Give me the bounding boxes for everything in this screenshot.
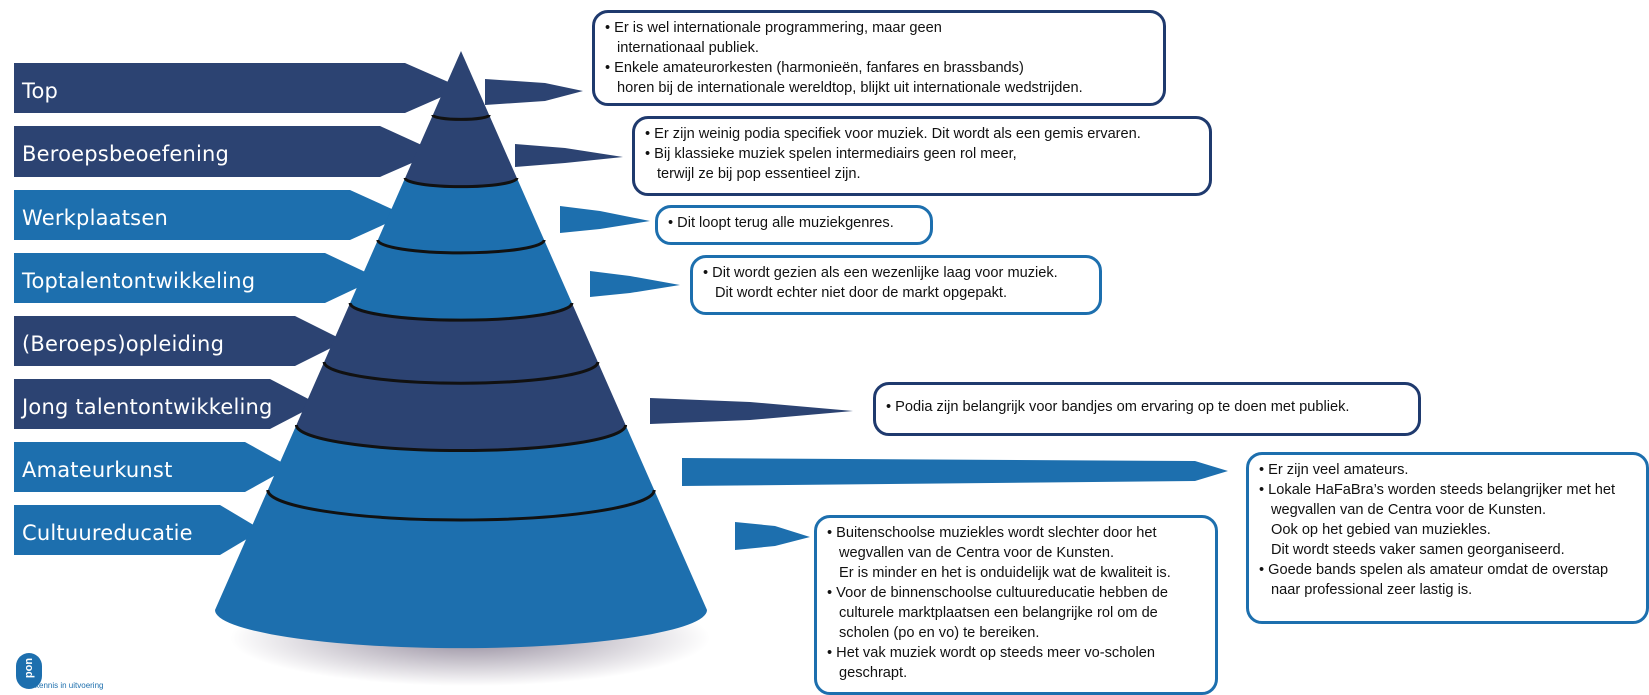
label-arrow-cultuureducatie [14, 505, 262, 555]
note-line: • Er zijn weinig podia specifiek voor mu… [645, 126, 1141, 142]
note-line: culturele marktplaatsen een belangrijke … [839, 605, 1158, 621]
note-box-amateurkunst: • Er zijn veel amateurs. • Lokale HaFaBr… [1246, 452, 1649, 624]
pointer-arrow-cultuureducatie [735, 522, 810, 550]
note-line: Er is minder en het is onduidelijk wat d… [839, 565, 1171, 581]
label-arrow-werkplaatsen [14, 190, 405, 240]
tier-label-beroepsopleiding: (Beroeps)opleiding [22, 332, 225, 356]
pointer-arrow-werkplaatsen [560, 206, 650, 233]
cone-ring-3 [376, 239, 546, 255]
label-arrow-toptalentontwikkeling [14, 253, 378, 303]
cone-band-4 [350, 240, 572, 321]
note-line: • Het vak muziek wordt op steeds meer vo… [827, 645, 1155, 661]
note-line: • Er is wel internationale programmering… [605, 20, 942, 36]
tier-label-cultuureducatie: Cultuureducatie [22, 521, 193, 545]
cone-band-5 [324, 303, 598, 384]
label-arrow-jong-talentontwikkeling [14, 379, 318, 429]
cone-band-6 [296, 362, 626, 451]
label-arrow-top [14, 63, 462, 113]
label-arrow-amateurkunst [14, 442, 290, 492]
note-line: • Buitenschoolse muziekles wordt slechte… [827, 525, 1157, 541]
note-line: wegvallen van de Centra voor de Kunsten. [1271, 502, 1547, 518]
pointer-arrow-top [485, 79, 583, 105]
note-line: Dit wordt echter niet door de markt opge… [715, 285, 1008, 301]
pon-logo-icon [16, 653, 42, 689]
cone-ring-7 [266, 489, 656, 522]
note-line: • Voor de binnenschoolse cultuureducatie… [827, 585, 1169, 601]
note-box-beroepsbeoefening: • Er zijn weinig podia specifiek voor mu… [632, 116, 1212, 196]
note-box-jong-talentontwikkeling: • Podia zijn belangrijk voor bandjes om … [873, 382, 1421, 436]
note-line: Ook op het gebied van muziekles. [1271, 522, 1491, 538]
tier-label-werkplaatsen: Werkplaatsen [22, 206, 168, 230]
cone-band-7 [267, 425, 655, 520]
note-line: • Podia zijn belangrijk voor bandjes om … [886, 399, 1350, 415]
note-line: • Dit wordt gezien als een wezenlijke la… [703, 265, 1058, 281]
note-line: • Lokale HaFaBra’s worden steeds belangr… [1259, 482, 1616, 498]
cone-ring-5 [322, 361, 600, 385]
pointer-arrow-jong-talentontwikkeling [650, 398, 853, 424]
note-line: terwijl ze bij pop essentieel zijn. [657, 166, 861, 182]
note-line: horen bij de internationale wereldtop, b… [617, 80, 1083, 96]
tier-label-amateurkunst: Amateurkunst [22, 458, 173, 482]
cone-band-3 [377, 178, 545, 253]
label-arrow-beroepsopleiding [14, 316, 345, 366]
note-box-toptalentontwikkeling: • Dit wordt gezien als een wezenlijke la… [690, 255, 1102, 315]
note-line: • Goede bands spelen als amateur omdat d… [1259, 562, 1609, 578]
note-line: geschrapt. [839, 665, 908, 681]
label-arrow-beroepsbeoefening [14, 126, 437, 177]
note-box-cultuureducatie: • Buitenschoolse muziekles wordt slechte… [814, 515, 1218, 695]
note-line: scholen (po en vo) te bereiken. [839, 625, 1040, 641]
cone-band-1 [432, 51, 490, 120]
note-line: wegvallen van de Centra voor de Kunsten. [839, 545, 1115, 561]
cone-bands [214, 51, 707, 649]
note-line: • Enkele amateurorkesten (harmonieën, fa… [605, 60, 1024, 76]
cone-ring-6 [294, 424, 628, 452]
note-line: • Er zijn veel amateurs. [1259, 462, 1409, 478]
cone-ring-4 [348, 302, 574, 322]
note-line: internationaal publiek. [617, 40, 759, 56]
note-box-top: • Er is wel internationale programmering… [592, 10, 1166, 106]
pointer-arrow-amateurkunst [682, 458, 1228, 486]
logo-mark: pon [23, 657, 35, 679]
cone-ring-1 [431, 114, 491, 121]
tier-label-jong-talentontwikkeling: Jong talentontwikkeling [22, 395, 273, 419]
cone-band-2 [405, 115, 517, 187]
pointer-arrow-toptalentontwikkeling [590, 271, 680, 297]
note-box-werkplaatsen: • Dit loopt terug alle muziekgenres. [655, 205, 933, 245]
tier-label-top: Top [22, 79, 59, 103]
note-line: Dit wordt steeds vaker samen georganisee… [1271, 542, 1565, 558]
tier-label-beroepsbeoefening: Beroepsbeoefening [22, 142, 230, 166]
tier-label-toptalentontwikkeling: Toptalentontwikkeling [22, 269, 256, 293]
cone-band-8 [214, 490, 707, 649]
note-line: • Bij klassieke muziek spelen intermedia… [645, 146, 1017, 162]
pointer-arrow-beroepsbeoefening [515, 144, 623, 167]
cone-ring-2 [403, 177, 519, 189]
logo-tagline: kennis in uitvoering [35, 681, 104, 690]
note-line: naar professional zeer lastig is. [1271, 582, 1473, 598]
note-line: • Dit loopt terug alle muziekgenres. [668, 215, 894, 231]
